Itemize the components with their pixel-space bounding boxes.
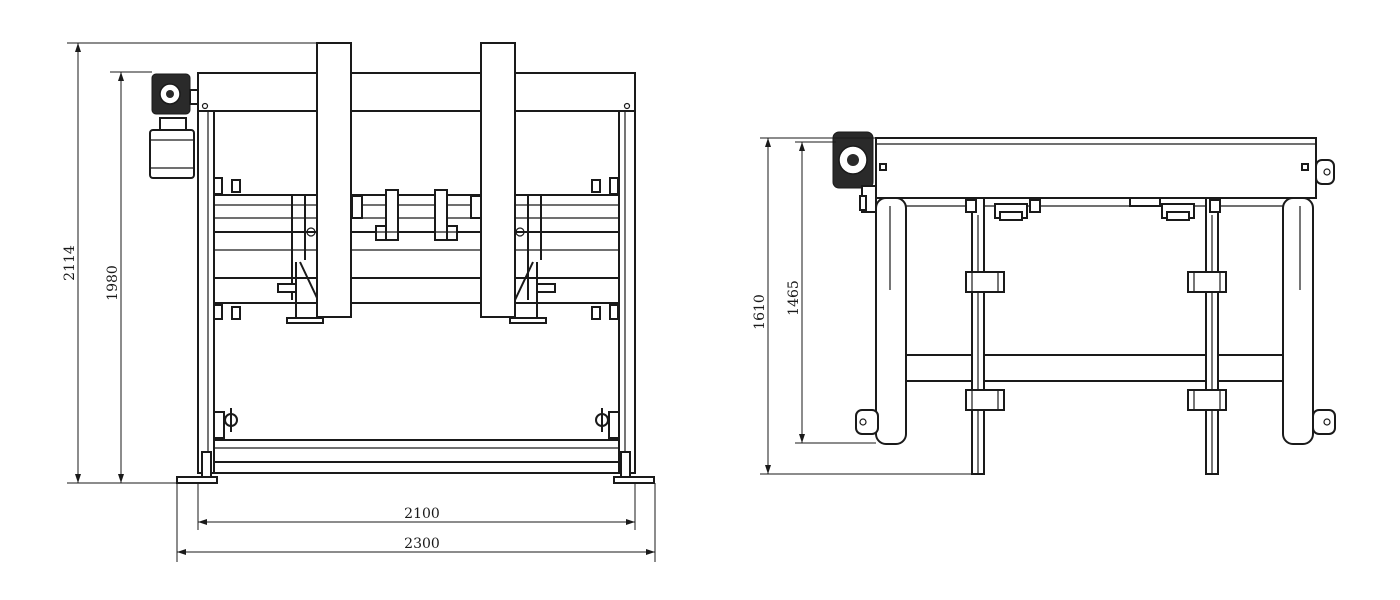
dim-2114: 2114 [62, 42, 320, 484]
front-shaft-clamps [351, 189, 482, 241]
dim-1980: 1980 [105, 71, 152, 483]
dim-2300: 2300 [176, 483, 656, 562]
side-clamps [965, 271, 1227, 411]
front-right-plate [480, 42, 516, 318]
dim-label-2114: 2114 [62, 245, 78, 281]
side-cross-beam [905, 354, 1284, 382]
front-view: 2114 1980 2100 2300 [62, 42, 656, 562]
front-left-leg [197, 110, 215, 474]
dim-1465: 1465 [786, 141, 876, 444]
front-right-leg [618, 110, 636, 474]
front-left-plate [316, 42, 352, 318]
front-left-foot [176, 476, 218, 484]
front-right-foot [613, 476, 655, 484]
dim-1610: 1610 [752, 137, 972, 475]
front-brackets [213, 177, 620, 439]
dim-label-1465: 1465 [786, 280, 802, 316]
front-top-beam [197, 72, 636, 112]
side-mechanisms [965, 197, 1221, 221]
dim-label-2300: 2300 [404, 536, 440, 552]
front-lower-box [210, 439, 623, 474]
front-motor [149, 73, 199, 179]
dim-label-1610: 1610 [752, 294, 768, 330]
side-top-box [875, 137, 1317, 199]
motor-body [149, 129, 195, 179]
dim-2100: 2100 [197, 483, 636, 530]
front-gussets [277, 195, 556, 324]
front-roller-band [214, 194, 619, 304]
side-motor [832, 131, 877, 213]
dim-label-1980: 1980 [105, 265, 121, 301]
side-right-leg [1282, 197, 1314, 445]
side-view: 1610 1465 [752, 131, 1336, 475]
dim-label-2100: 2100 [404, 506, 440, 522]
side-left-leg [875, 197, 907, 445]
